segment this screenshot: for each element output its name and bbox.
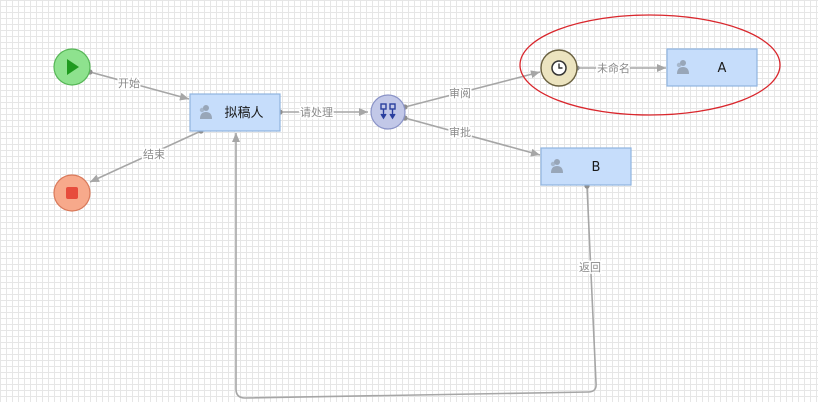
timer-event[interactable] xyxy=(540,49,578,87)
highlight-ellipse xyxy=(519,14,781,116)
stop-icon xyxy=(66,187,78,199)
edge-label-review: 审阅 xyxy=(449,86,471,100)
start-event[interactable] xyxy=(53,48,91,86)
edge-b-to-drafter[interactable]: 返回 xyxy=(232,133,603,399)
parallel-gateway[interactable] xyxy=(370,94,406,130)
task-a[interactable]: A xyxy=(666,48,758,87)
edge-drafter-to-end[interactable]: 结束 xyxy=(89,128,204,183)
edge-label-return: 返回 xyxy=(579,261,601,274)
task-a-label: A xyxy=(718,61,727,76)
edge-label-start: 开始 xyxy=(118,76,140,90)
clock-icon xyxy=(551,60,567,76)
flow-split-icon xyxy=(380,103,396,120)
edge-label-end: 结束 xyxy=(143,148,165,161)
task-b-label: B xyxy=(592,160,601,175)
user-group-icon xyxy=(550,159,563,173)
edge-label-approve: 审批 xyxy=(449,125,471,139)
edge-label-process: 请处理 xyxy=(300,106,333,119)
task-drafter[interactable]: 拟稿人 xyxy=(189,93,281,132)
task-drafter-label: 拟稿人 xyxy=(224,105,263,121)
edge-drafter-to-gateway[interactable]: 请处理 xyxy=(277,105,368,121)
edge-start-to-drafter[interactable]: 开始 xyxy=(87,69,190,101)
edge-timer-to-a[interactable]: 未命名 xyxy=(574,60,666,77)
end-event[interactable] xyxy=(53,174,91,212)
user-group-icon xyxy=(199,105,212,119)
task-b[interactable]: B xyxy=(540,147,632,186)
edge-gateway-to-timer[interactable]: 审阅 xyxy=(402,70,541,110)
edge-gateway-to-b[interactable]: 审批 xyxy=(402,115,541,157)
user-group-icon xyxy=(676,60,689,74)
edge-label-unnamed: 未命名 xyxy=(597,61,630,75)
play-icon xyxy=(67,59,79,75)
